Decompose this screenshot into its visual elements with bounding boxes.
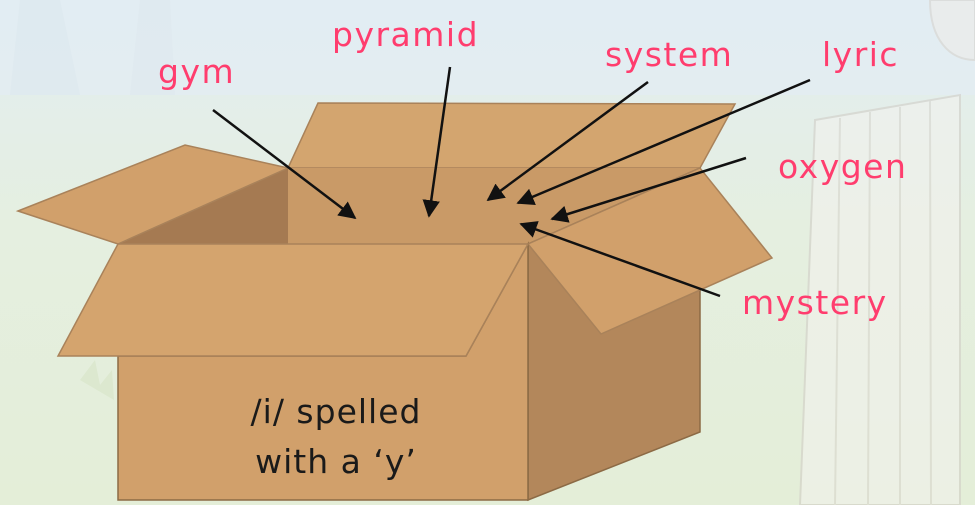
box-label-line2: with a ‘y’ xyxy=(255,442,417,481)
arrow-lyric xyxy=(516,78,811,205)
word-oxygen: oxygen xyxy=(778,147,907,186)
box-label-line1: /i/ spelled xyxy=(251,392,422,431)
word-labels: gym pyramid system lyric oxygen mystery xyxy=(158,15,907,322)
arrow-mystery xyxy=(519,221,721,298)
word-lyric: lyric xyxy=(822,35,899,74)
arrow-system xyxy=(486,80,649,202)
word-pyramid: pyramid xyxy=(332,15,479,54)
box-right-flap xyxy=(526,167,774,335)
word-system: system xyxy=(605,35,733,74)
arrows xyxy=(212,66,811,298)
arrow-gym xyxy=(212,109,357,220)
background-door xyxy=(798,0,975,505)
word-gym: gym xyxy=(158,52,235,91)
word-mystery: mystery xyxy=(742,283,888,322)
arrow-oxygen xyxy=(550,156,747,223)
box-back-flap xyxy=(286,102,737,169)
arrow-pyramid xyxy=(422,66,452,218)
cardboard-box: /i/ spelled with a ‘y’ xyxy=(15,102,774,502)
box-front-flap xyxy=(56,243,530,357)
